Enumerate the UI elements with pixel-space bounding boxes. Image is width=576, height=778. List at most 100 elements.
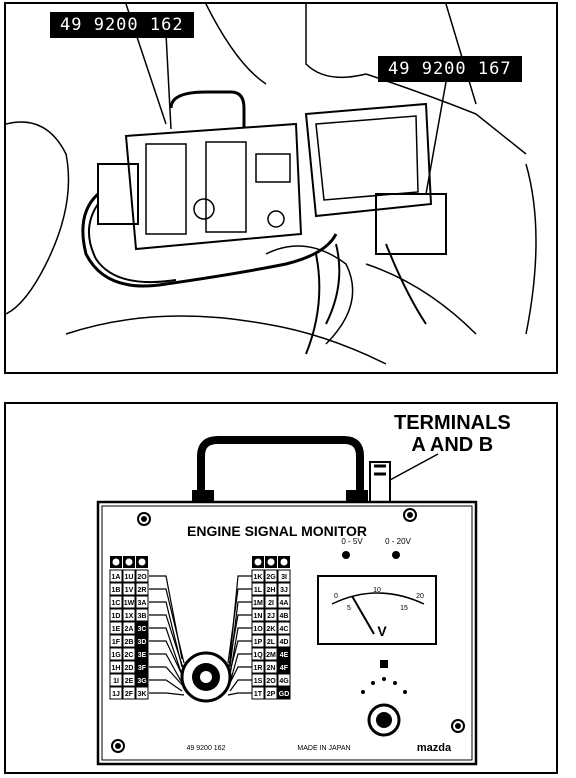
part-number-tag-adapter: 49 9200 167 — [378, 56, 522, 82]
left-terminal-cell-1g — [109, 647, 123, 661]
left-terminal-cell-1b — [109, 582, 123, 596]
meter-scale-label-5: 5 — [347, 605, 351, 612]
left-terminal-cell-2a — [122, 621, 136, 635]
left-terminal-cell-3b — [135, 608, 149, 622]
left-terminal-cell-3f — [135, 660, 149, 674]
left-terminal-cell-3e — [135, 647, 149, 661]
right-terminal-label-1r: 1R — [254, 665, 263, 672]
selector-wire — [149, 601, 183, 668]
range-switch-5v[interactable] — [342, 551, 350, 559]
left-terminal-cell-2f — [122, 686, 136, 700]
left-terminal-label-1j: 1J — [112, 691, 120, 698]
right-terminal-cell-4c — [277, 621, 291, 635]
left-terminal-cell-1j — [109, 686, 123, 700]
tester-connected-illustration — [6, 4, 537, 365]
left-terminal-label-1a: 1A — [112, 574, 121, 581]
top-illustration-panel: 49 9200 162 49 9200 167 — [4, 2, 558, 374]
selector-wire — [227, 692, 252, 696]
right-terminal-label-4f: 4F — [280, 665, 289, 672]
right-terminal-cell-2p — [264, 686, 278, 700]
left-terminal-label-1c: 1C — [112, 600, 121, 607]
left-terminal-cell-1h — [109, 660, 123, 674]
right-terminal-label-1n: 1N — [254, 613, 263, 620]
right-terminal-cell-2j — [264, 608, 278, 622]
callout-line-1: TERMINALS — [394, 412, 511, 434]
right-terminal-label-gd: GD — [279, 691, 290, 698]
left-terminal-cell-1a — [109, 569, 123, 583]
left-terminal-label-1h: 1H — [112, 665, 121, 672]
made-in-label: MADE IN JAPAN — [297, 745, 350, 752]
right-terminal-label-2g: 2G — [266, 574, 276, 581]
selector-wiring — [149, 575, 252, 696]
left-terminal-label-3a: 3A — [138, 600, 147, 607]
left-terminal-cell-1i — [109, 673, 123, 687]
left-terminal-cell-2c — [122, 647, 136, 661]
left-terminal-cell-1w — [122, 595, 136, 609]
meter-scale-label-20: 20 — [416, 593, 424, 600]
selector-wire — [149, 653, 183, 684]
left-terminal-label-1v: 1V — [125, 587, 134, 594]
left-terminal-label-1e: 1E — [112, 626, 121, 633]
corner-screws — [111, 508, 465, 753]
right-terminal-cell-4e — [277, 647, 291, 661]
right-terminal-label-1q: 1Q — [253, 652, 263, 659]
terminals-leader-line — [389, 453, 439, 481]
left-terminal-cell-2r — [135, 582, 149, 596]
right-terminal-label-4d: 4D — [280, 639, 289, 646]
left-terminal-label-3f: 3F — [138, 665, 147, 672]
left-terminal-label-1b: 1B — [112, 587, 121, 594]
part-number-footer: 49 9200 162 — [187, 745, 226, 752]
left-terminal-cell-2e — [122, 673, 136, 687]
selector-wire — [229, 679, 252, 692]
left-terminal-label-1d: 1D — [112, 613, 121, 620]
right-terminal-cell-2k — [264, 621, 278, 635]
right-terminal-cell-2h — [264, 582, 278, 596]
right-terminal-label-2p: 2P — [267, 691, 276, 698]
left-terminal-label-1u: 1U — [125, 574, 134, 581]
right-terminal-cell-3j — [277, 582, 291, 596]
right-terminal-label-2n: 2N — [267, 665, 276, 672]
selector-wire — [227, 640, 252, 680]
left-terminal-cell-3d — [135, 634, 149, 648]
selector-wire — [149, 588, 185, 664]
right-terminal-cell-2o — [264, 673, 278, 687]
right-terminal-cell-gd — [277, 686, 291, 700]
right-terminal-label-2k: 2K — [267, 626, 276, 633]
meter-needle — [351, 595, 375, 635]
right-terminal-label-1t: 1T — [254, 691, 263, 698]
meter-arc — [331, 592, 425, 605]
part-number-tag-tester: 49 9200 162 — [50, 12, 194, 38]
selector-wire — [149, 614, 185, 672]
right-terminal-label-4b: 4B — [280, 613, 289, 620]
selector-wire — [229, 653, 252, 684]
range-label-5v: 0 - 5V — [341, 537, 363, 546]
left-terminal-label-3d: 3D — [138, 639, 147, 646]
selector-wire — [227, 588, 252, 664]
left-terminal-label-2d: 2D — [125, 665, 134, 672]
right-terminal-label-3j: 3J — [280, 587, 288, 594]
right-terminal-cell-2n — [264, 660, 278, 674]
selector-wire — [149, 679, 183, 692]
left-terminal-cell-3a — [135, 595, 149, 609]
left-terminal-cell-3c — [135, 621, 149, 635]
right-terminal-label-4c: 4C — [280, 626, 289, 633]
meter-unit-label: V — [377, 623, 387, 639]
terminals-a-b[interactable] — [369, 461, 391, 503]
left-terminal-label-1i: 1I — [113, 678, 119, 685]
right-terminal-cell-2m — [264, 647, 278, 661]
left-terminal-cell-2d — [122, 660, 136, 674]
selector-wire — [149, 627, 183, 676]
right-terminal-label-4a: 4A — [280, 600, 289, 607]
right-terminal-label-1p: 1P — [254, 639, 263, 646]
left-terminal-label-2c: 2C — [125, 652, 134, 659]
right-terminal-label-2m: 2M — [266, 652, 276, 659]
right-terminal-cell-2l — [264, 634, 278, 648]
right-terminal-label-4g: 4G — [279, 678, 289, 685]
right-terminal-label-1l: 1L — [254, 587, 263, 594]
left-terminal-label-1f: 1F — [112, 639, 121, 646]
range-switch-20v[interactable] — [392, 551, 400, 559]
left-terminal-label-3g: 3G — [137, 678, 147, 685]
